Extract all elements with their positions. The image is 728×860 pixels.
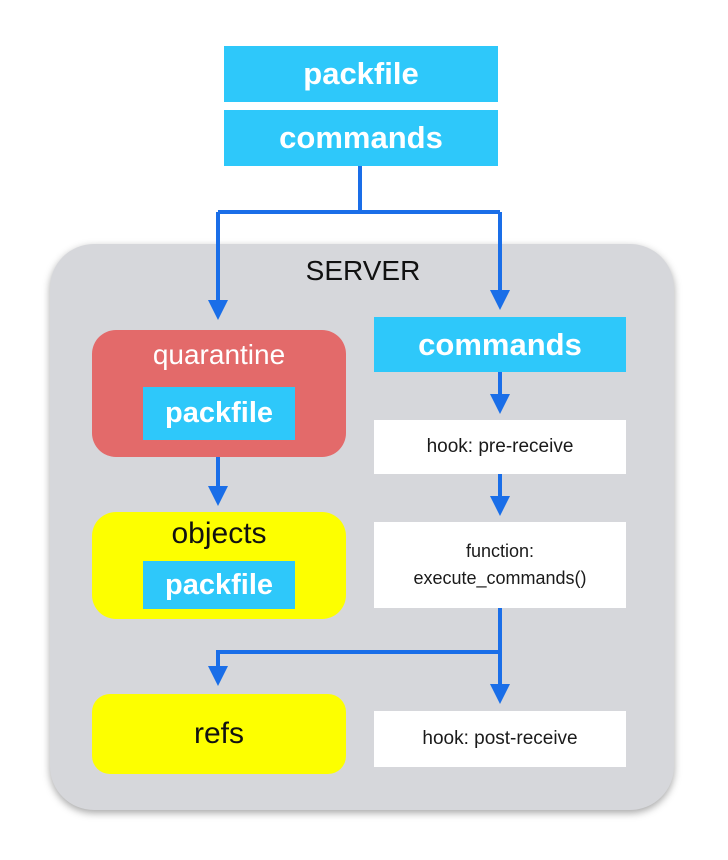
execute-line-2: execute_commands() bbox=[413, 568, 587, 588]
pre-receive-hook-box: hook: pre-receive bbox=[374, 420, 626, 474]
refs-box: refs bbox=[92, 694, 346, 774]
quarantine-packfile-box: packfile bbox=[143, 387, 295, 440]
server-commands-box: commands bbox=[374, 317, 626, 372]
split-line bbox=[218, 166, 500, 214]
objects-packfile-box: packfile bbox=[143, 561, 295, 609]
post-receive-hook-box: hook: post-receive bbox=[374, 711, 626, 767]
execute-commands-box: function: execute_commands() bbox=[374, 522, 626, 608]
server-label: SERVER bbox=[305, 255, 421, 286]
execute-line-1: function: bbox=[465, 541, 535, 561]
quarantine-label: quarantine bbox=[152, 339, 286, 370]
top-commands-box: commands bbox=[224, 110, 498, 166]
top-packfile-box: packfile bbox=[224, 46, 498, 102]
objects-label: objects bbox=[171, 517, 267, 550]
